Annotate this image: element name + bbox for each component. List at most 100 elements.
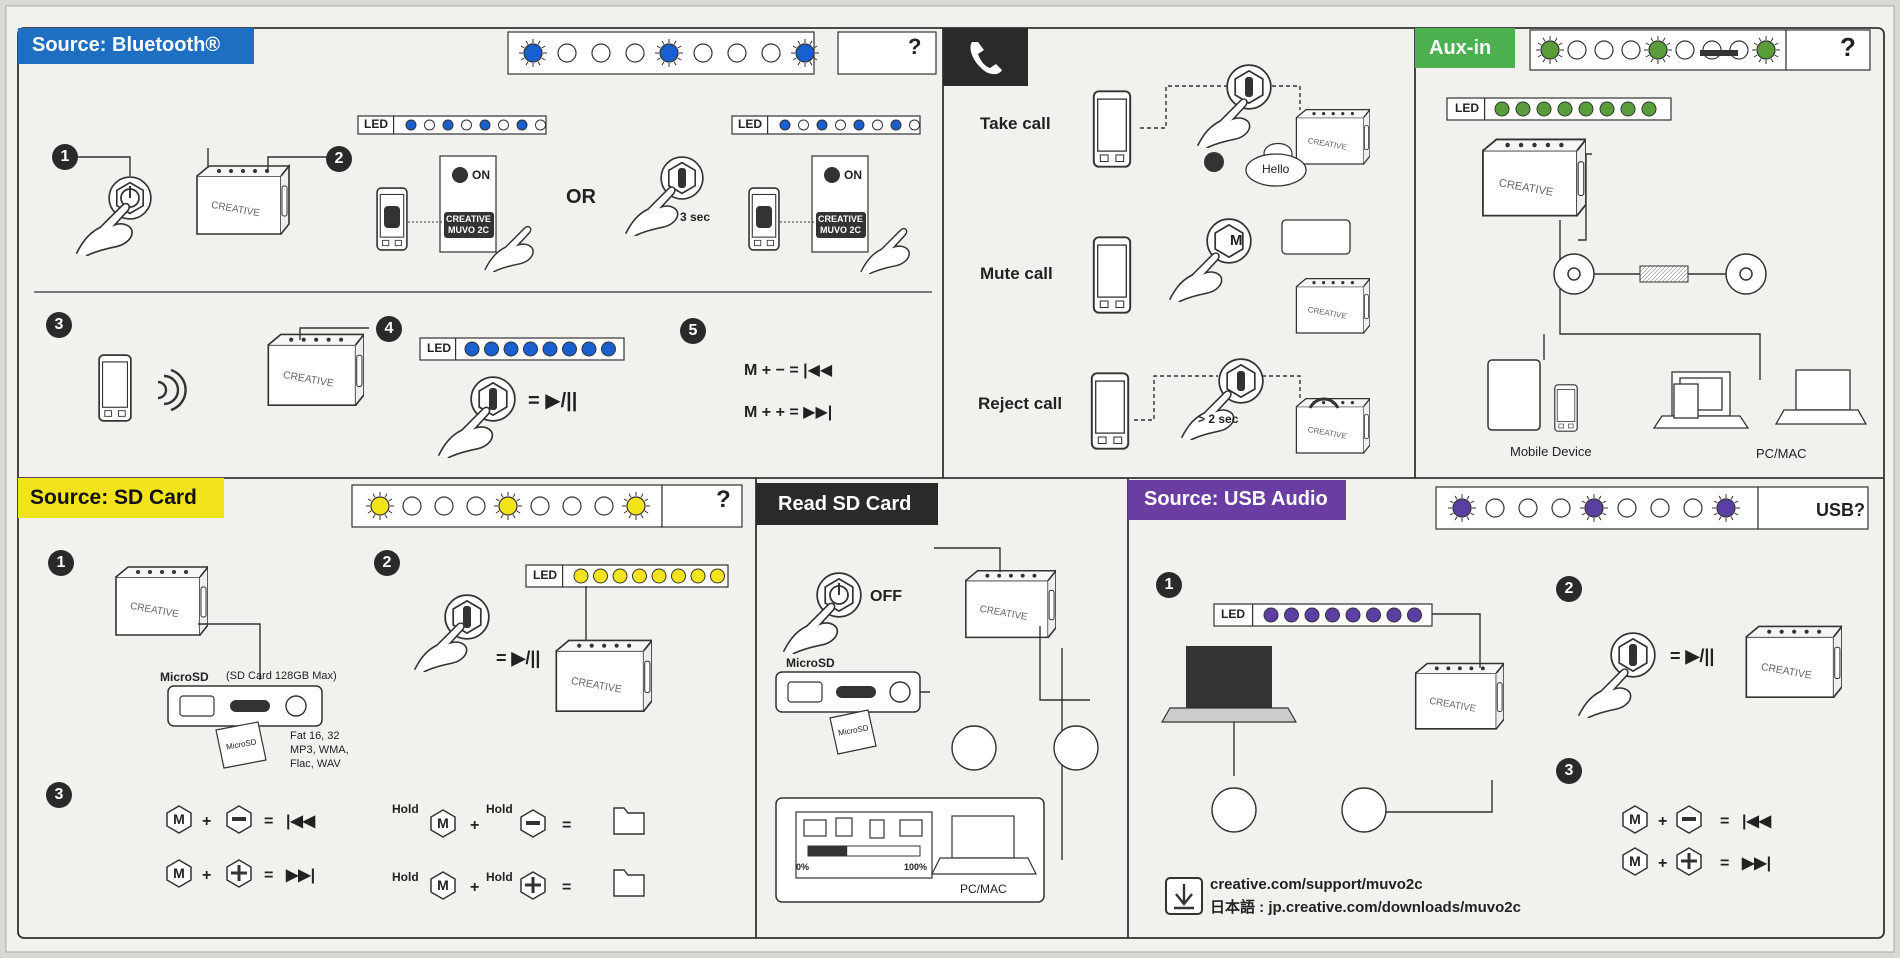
call-m-label: M bbox=[1230, 232, 1243, 249]
call-tab-bg bbox=[943, 28, 1028, 86]
led-ray bbox=[1558, 54, 1563, 58]
led-ray bbox=[1758, 37, 1762, 42]
led-bar-dot bbox=[516, 119, 528, 131]
led-ray bbox=[797, 61, 801, 66]
led-bar-dot bbox=[479, 119, 491, 131]
led-ray bbox=[1645, 42, 1650, 46]
usb-next-plus: + bbox=[1658, 855, 1667, 872]
led-dot-off bbox=[530, 496, 550, 516]
led-ray bbox=[1542, 37, 1546, 42]
led-ray bbox=[541, 45, 546, 49]
led-bar-dot bbox=[853, 119, 865, 131]
phone-a-model: MUVO 2C bbox=[448, 225, 490, 235]
led-dot-off bbox=[693, 43, 713, 63]
led-bar-dot bbox=[405, 119, 417, 131]
led-dot-lit bbox=[626, 496, 646, 516]
led-ray bbox=[656, 57, 661, 61]
led-ray bbox=[1770, 58, 1774, 63]
led-dot-off bbox=[1621, 40, 1641, 60]
readsd-tab-bg bbox=[756, 483, 938, 525]
led-ray bbox=[516, 510, 521, 514]
led-ray bbox=[1581, 500, 1586, 504]
led-bar-dot bbox=[424, 119, 435, 131]
led-ray bbox=[644, 498, 649, 502]
led-dot-off bbox=[1567, 40, 1587, 60]
sd-speaker-1 bbox=[115, 566, 208, 636]
led-bar-dot bbox=[1263, 607, 1279, 623]
led-dot-lit bbox=[370, 496, 390, 516]
hold-plus-2: + bbox=[470, 879, 479, 896]
hold-equals-1: = bbox=[562, 817, 571, 834]
hello-text: Hello bbox=[1262, 162, 1290, 176]
sd-next-plus: + bbox=[202, 867, 211, 884]
led-bar-dot bbox=[498, 119, 509, 131]
aux-speaker bbox=[1481, 138, 1586, 217]
led-ray bbox=[1466, 516, 1470, 521]
or-text: OR bbox=[566, 186, 596, 208]
led-ray bbox=[1734, 500, 1739, 504]
jp-url[interactable]: jp.creative.com/downloads/muvo2c bbox=[1268, 899, 1521, 916]
led-bar-dot bbox=[1599, 101, 1615, 117]
usb-question: USB? bbox=[1816, 500, 1865, 520]
led-bar-dot bbox=[484, 341, 499, 357]
sd-play-pause: = ▶/|| bbox=[496, 648, 540, 668]
led-bar-dot bbox=[464, 341, 480, 357]
aux-jack-left bbox=[1553, 253, 1595, 295]
led-bar-dot bbox=[690, 568, 706, 584]
led-dot-lit bbox=[1540, 40, 1560, 60]
led-ray bbox=[623, 510, 628, 514]
led-ray bbox=[677, 57, 682, 61]
led-dot-lit bbox=[498, 496, 518, 516]
led-bar-dot bbox=[798, 119, 809, 131]
led-ray bbox=[1454, 516, 1458, 521]
led-bar-dot bbox=[1578, 101, 1594, 117]
led-dot-off bbox=[1683, 498, 1703, 518]
sd-help-mark: ? bbox=[716, 486, 731, 513]
led-ray bbox=[500, 514, 504, 519]
usb-laptop-screen bbox=[1186, 646, 1272, 708]
led-ray bbox=[1730, 516, 1734, 521]
led-ray bbox=[1581, 512, 1586, 516]
sd-speaker-2 bbox=[555, 639, 652, 713]
led-ray bbox=[809, 61, 813, 66]
led-dot-off bbox=[594, 496, 614, 516]
led-bar-dot bbox=[1345, 607, 1361, 623]
led-ray bbox=[384, 514, 388, 519]
aux-led-label: LED bbox=[1455, 101, 1479, 115]
support-url[interactable]: creative.com/support/muvo2c bbox=[1210, 876, 1423, 893]
led-bar-dots bbox=[405, 101, 1657, 623]
sd-led-label: LED bbox=[533, 568, 557, 582]
sd-next-equals: = bbox=[264, 867, 273, 884]
sd-step-3: 3 bbox=[46, 782, 72, 808]
sd-mode-led-dots bbox=[366, 492, 650, 520]
led-label-a: LED bbox=[364, 117, 388, 131]
call-speaker-2 bbox=[1295, 277, 1370, 334]
led-ray bbox=[1602, 512, 1607, 516]
sd-next-result: ▶▶| bbox=[285, 867, 315, 884]
led-ray bbox=[640, 493, 644, 498]
sd-step-2: 2 bbox=[374, 550, 400, 576]
led-bar-dot bbox=[562, 341, 577, 357]
led-bar-dot bbox=[1641, 101, 1657, 117]
hold-m-icon-1-label: M bbox=[437, 815, 449, 831]
led-bar-dot bbox=[593, 568, 608, 584]
led-ray bbox=[1558, 42, 1563, 46]
led-ray bbox=[1753, 54, 1758, 58]
led-bar-dot bbox=[1494, 101, 1510, 117]
led-ray bbox=[1554, 58, 1558, 63]
led-bar-dot bbox=[1366, 607, 1381, 623]
mute-call-label: Mute call bbox=[980, 264, 1053, 283]
bt-help-mark: ? bbox=[908, 34, 922, 59]
bt-combo-prev: M + − = |◀◀ bbox=[744, 362, 833, 379]
bt-step-1: 1 bbox=[52, 144, 78, 170]
call-phone-take bbox=[1092, 90, 1132, 168]
sd-m-icon-1-label: M bbox=[173, 811, 185, 827]
led-ray bbox=[537, 61, 541, 66]
led-ray bbox=[367, 498, 372, 502]
led-ray bbox=[384, 493, 388, 498]
hold-m-icon-2-label: M bbox=[437, 877, 449, 893]
led-ray bbox=[500, 493, 504, 498]
phone-a-on: ON bbox=[472, 168, 490, 182]
reject-time: > 2 sec bbox=[1198, 412, 1239, 426]
